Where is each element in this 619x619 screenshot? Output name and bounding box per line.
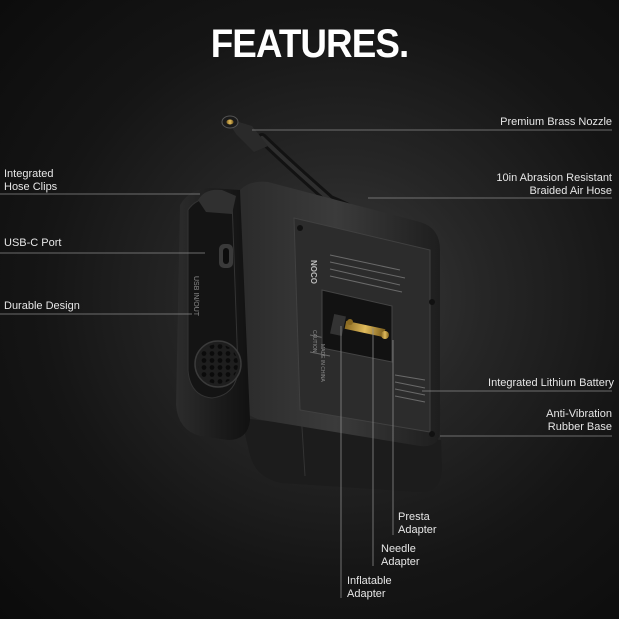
label-usb-c-port: USB-C Port [4, 237, 62, 249]
caution-text: CAUTION [311, 330, 317, 353]
label-needle-adapter: Needle Adapter [381, 543, 420, 568]
label-brass-nozzle: Premium Brass Nozzle [500, 116, 612, 128]
made-in-text: MADE IN CHINA [319, 344, 325, 382]
usb-port-label: USB IN/OUT [192, 276, 199, 317]
label-presta-adapter: Presta Adapter [398, 511, 437, 536]
label-inflatable-adapter: Inflatable Adapter [347, 575, 392, 600]
label-durable-design: Durable Design [4, 300, 80, 312]
brand-logo: NOCO [309, 260, 318, 284]
device-body [232, 181, 440, 447]
leader-lines [0, 129, 612, 598]
label-lithium-battery: Integrated Lithium Battery [488, 377, 614, 389]
label-rubber-base: Anti-Vibration Rubber Base [546, 408, 612, 433]
label-air-hose: 10in Abrasion Resistant Braided Air Hose [496, 172, 612, 197]
brass-nozzle [221, 115, 268, 152]
device-side [176, 188, 250, 440]
page-title: FEATURES. [210, 22, 409, 66]
label-hose-clips: Integrated Hose Clips [4, 168, 58, 193]
